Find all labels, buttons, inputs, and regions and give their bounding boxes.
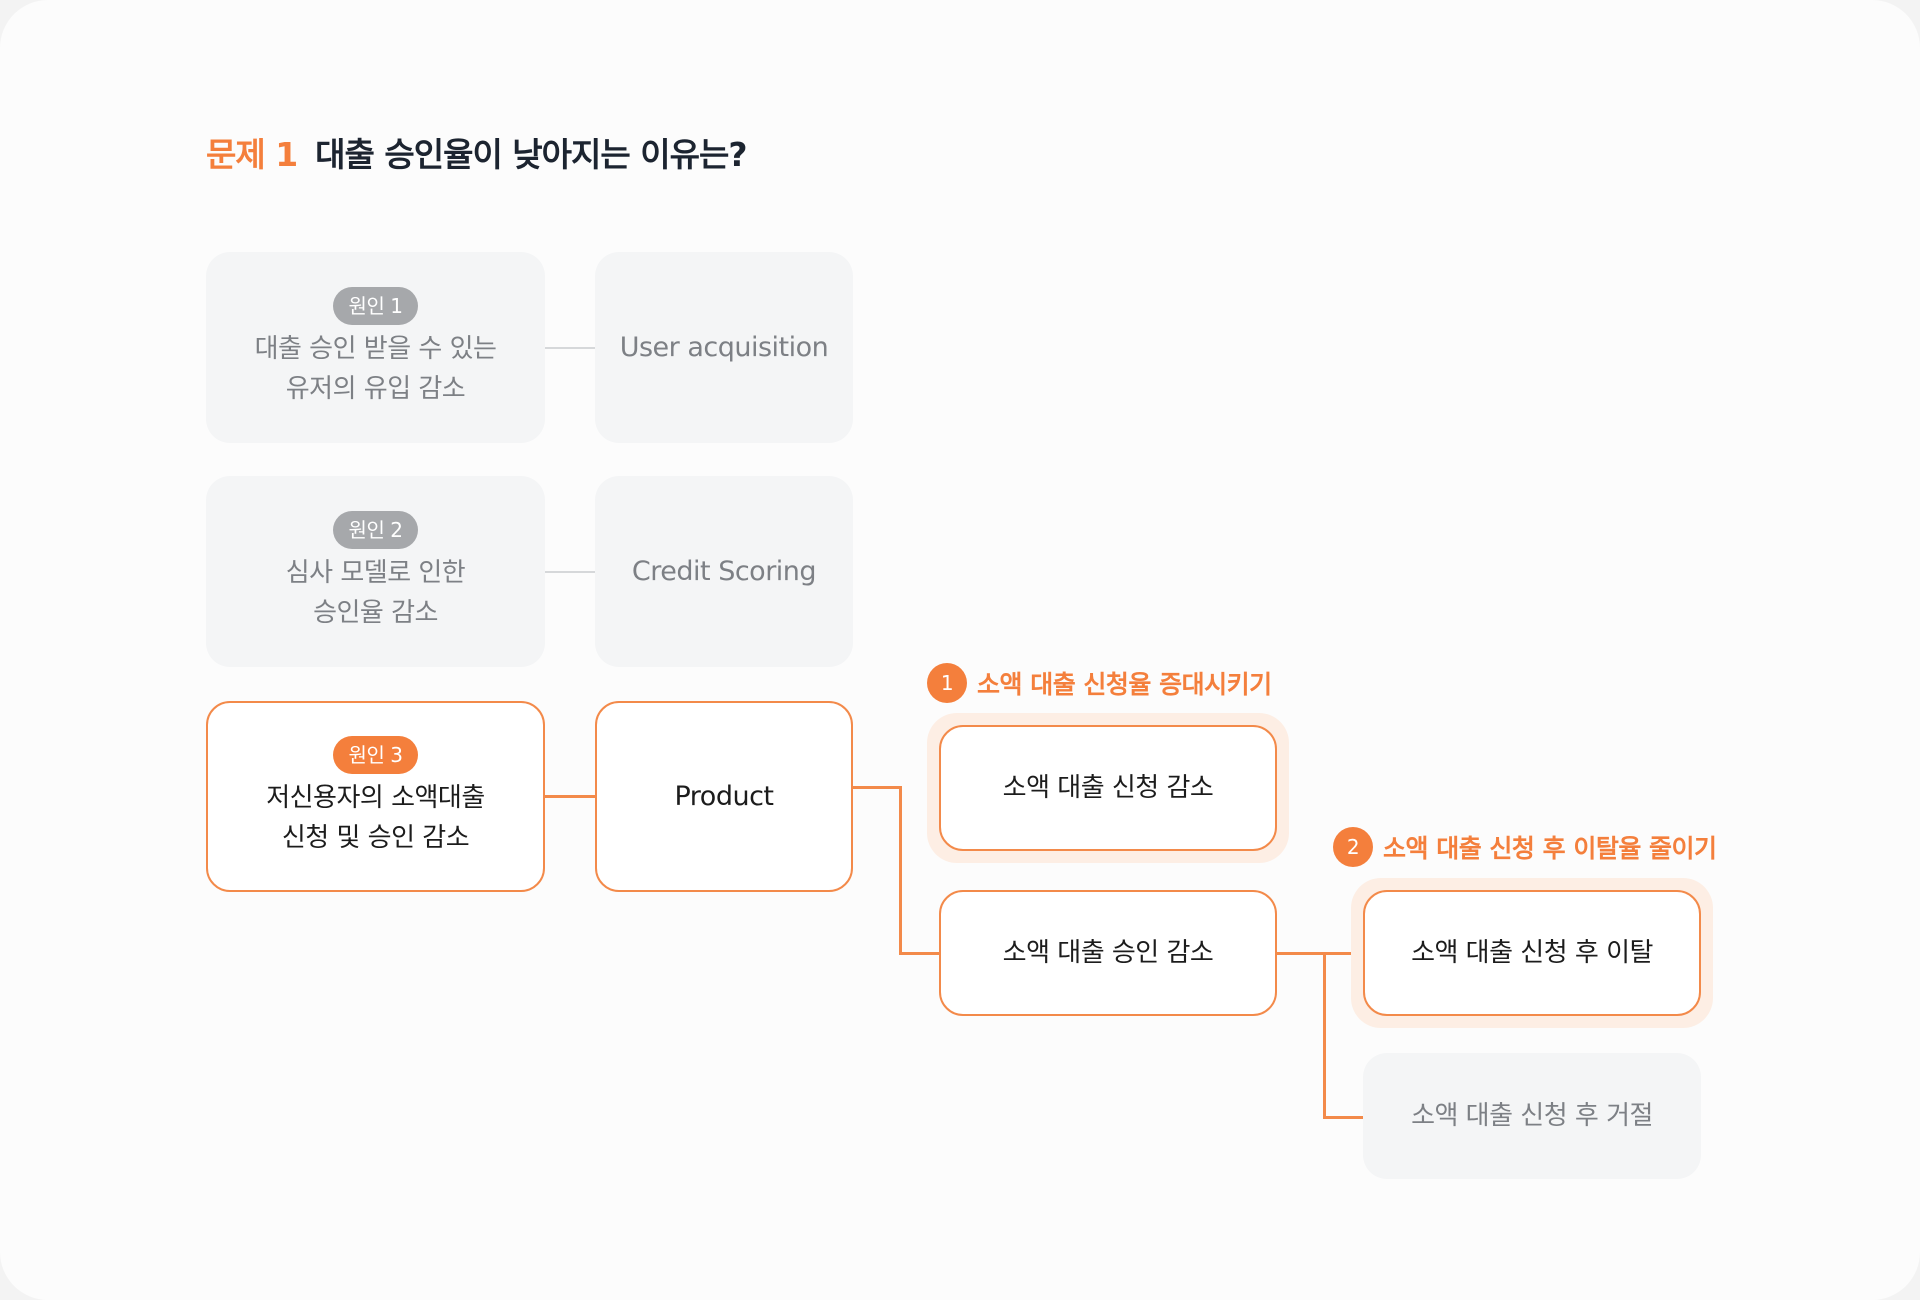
page-title: 문제 1 대출 승인율이 낮아지는 이유는? — [206, 128, 747, 176]
category-user-acquisition: User acquisition — [595, 252, 853, 443]
goal-number-badge: 1 — [927, 663, 967, 703]
connector — [545, 571, 595, 573]
cause-text-line: 심사 모델로 인한 — [285, 557, 466, 588]
branch-label: 소액 대출 신청 후 거절 — [1411, 1101, 1653, 1131]
connector — [899, 786, 902, 954]
category-credit-scoring: Credit Scoring — [595, 476, 853, 667]
problem-number: 문제 1 — [206, 135, 298, 174]
connector — [1277, 952, 1363, 955]
cause-3-box: 원인 3 저신용자의 소액대출 신청 및 승인 감소 — [206, 701, 545, 892]
cause-text-line: 승인율 감소 — [313, 597, 438, 628]
goal-2-label: 2 소액 대출 신청 후 이탈율 줄이기 — [1333, 827, 1717, 867]
goal-number-badge: 2 — [1333, 827, 1373, 867]
connector — [545, 795, 595, 798]
branch-churn-after-apply: 소액 대출 신청 후 이탈 — [1363, 890, 1701, 1016]
branch-label: 소액 대출 신청 감소 — [1002, 773, 1214, 803]
connector — [899, 952, 939, 955]
category-label: Credit Scoring — [631, 555, 817, 587]
category-label: User acquisition — [619, 331, 829, 363]
branch-label: 소액 대출 승인 감소 — [1002, 938, 1214, 968]
problem-question: 대출 승인율이 낮아지는 이유는? — [315, 135, 747, 174]
connector — [545, 347, 595, 349]
cause-text-line: 대출 승인 받을 수 있는 — [254, 333, 497, 364]
branch-rejected-after-apply: 소액 대출 신청 후 거절 — [1363, 1053, 1701, 1179]
connector — [1323, 1116, 1363, 1119]
cause-1-box: 원인 1 대출 승인 받을 수 있는 유저의 유입 감소 — [206, 252, 545, 443]
connector — [853, 786, 900, 789]
cause-2-box: 원인 2 심사 모델로 인한 승인율 감소 — [206, 476, 545, 667]
cause-text-line: 저신용자의 소액대출 — [266, 782, 485, 813]
branch-approve-decrease: 소액 대출 승인 감소 — [939, 890, 1277, 1016]
cause-text-line: 신청 및 승인 감소 — [281, 822, 470, 853]
cause-text-line: 유저의 유입 감소 — [285, 373, 466, 404]
goal-text: 소액 대출 신청 후 이탈율 줄이기 — [1383, 834, 1717, 863]
category-label: Product — [674, 780, 774, 812]
cause-badge: 원인 1 — [332, 286, 419, 325]
branch-apply-decrease: 소액 대출 신청 감소 — [939, 725, 1277, 851]
cause-badge: 원인 3 — [332, 735, 419, 774]
connector — [1323, 952, 1326, 1118]
branch-label: 소액 대출 신청 후 이탈 — [1411, 938, 1653, 968]
goal-text: 소액 대출 신청율 증대시키기 — [977, 670, 1272, 699]
cause-badge: 원인 2 — [332, 510, 419, 549]
goal-1-label: 1 소액 대출 신청율 증대시키기 — [927, 663, 1272, 703]
category-product: Product — [595, 701, 853, 892]
